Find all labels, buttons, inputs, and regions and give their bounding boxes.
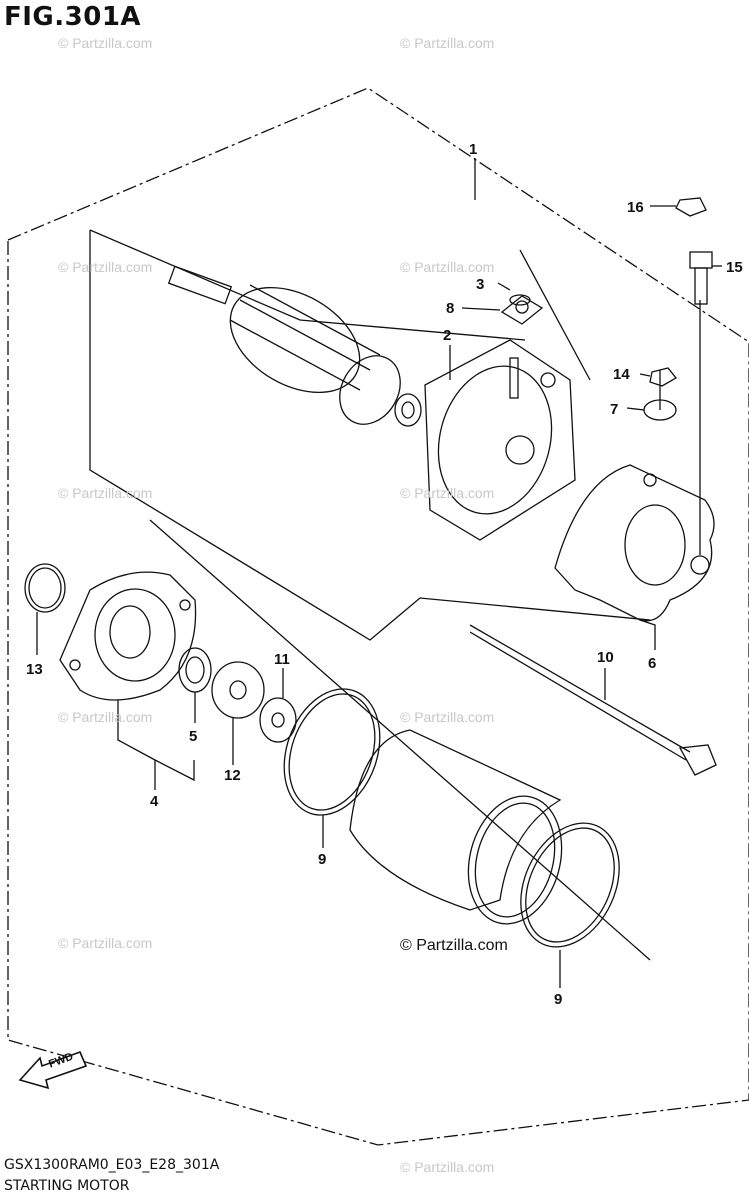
- watermark: © Partzilla.com: [400, 259, 494, 275]
- armature: [167, 265, 422, 427]
- callout-14: 14: [613, 366, 630, 383]
- watermark: © Partzilla.com: [58, 35, 152, 51]
- watermark: © Partzilla.com: [58, 709, 152, 725]
- nut-part: [649, 367, 677, 387]
- o-ring: [283, 688, 381, 816]
- watermark: © Partzilla.com: [400, 1159, 494, 1175]
- watermark: © Partzilla.com: [400, 35, 494, 51]
- forward-arrow-icon: FWD: [18, 1051, 88, 1090]
- watermark: © Partzilla.com: [400, 485, 494, 501]
- brush-holder: [424, 339, 576, 541]
- watermark: © Partzilla.com: [58, 259, 152, 275]
- end-housing: [554, 464, 715, 622]
- callout-3: 3: [476, 276, 484, 293]
- callout-6: 6: [648, 655, 656, 672]
- callout-10: 10: [597, 649, 614, 666]
- callout-5: 5: [189, 728, 197, 745]
- callout-8: 8: [446, 300, 454, 317]
- figure-name: STARTING MOTOR: [4, 1178, 130, 1194]
- seal-part: [509, 294, 531, 306]
- callout-9: 9: [554, 991, 562, 1008]
- callout-2: 2: [443, 327, 451, 344]
- callout-16: 16: [627, 199, 644, 216]
- callout-11: 11: [274, 651, 290, 668]
- washer-part: [211, 661, 265, 719]
- o-ring: [520, 822, 620, 948]
- figure-code: GSX1300RAM0_E03_E28_301A: [4, 1157, 220, 1173]
- callout-4: 4: [150, 793, 159, 810]
- motor-case: [349, 729, 563, 925]
- reference-line: [149, 519, 651, 961]
- callout-12: 12: [224, 767, 241, 784]
- callout-15: 15: [726, 259, 743, 276]
- watermark: © Partzilla.com: [400, 709, 494, 725]
- callout-7: 7: [610, 401, 618, 418]
- oil-seal: [178, 647, 212, 693]
- watermark-main: © Partzilla.com: [400, 937, 508, 954]
- front-housing: [59, 571, 197, 701]
- callout-1: 1: [469, 141, 477, 158]
- plate-part: [500, 295, 544, 325]
- callout-9: 9: [318, 851, 326, 868]
- reference-line: [89, 229, 526, 341]
- bolt-part: [689, 251, 713, 305]
- reference-line: [89, 230, 651, 641]
- assembly-boundary: [7, 87, 749, 1146]
- figure-title: FIG.301A: [4, 2, 142, 32]
- nut-part: [675, 197, 707, 217]
- through-bolt: [469, 624, 717, 776]
- reference-line: [519, 249, 591, 381]
- washer-part: [259, 697, 297, 743]
- o-ring: [24, 563, 66, 613]
- watermark: © Partzilla.com: [58, 485, 152, 501]
- callout-13: 13: [26, 661, 43, 678]
- watermark: © Partzilla.com: [58, 935, 152, 951]
